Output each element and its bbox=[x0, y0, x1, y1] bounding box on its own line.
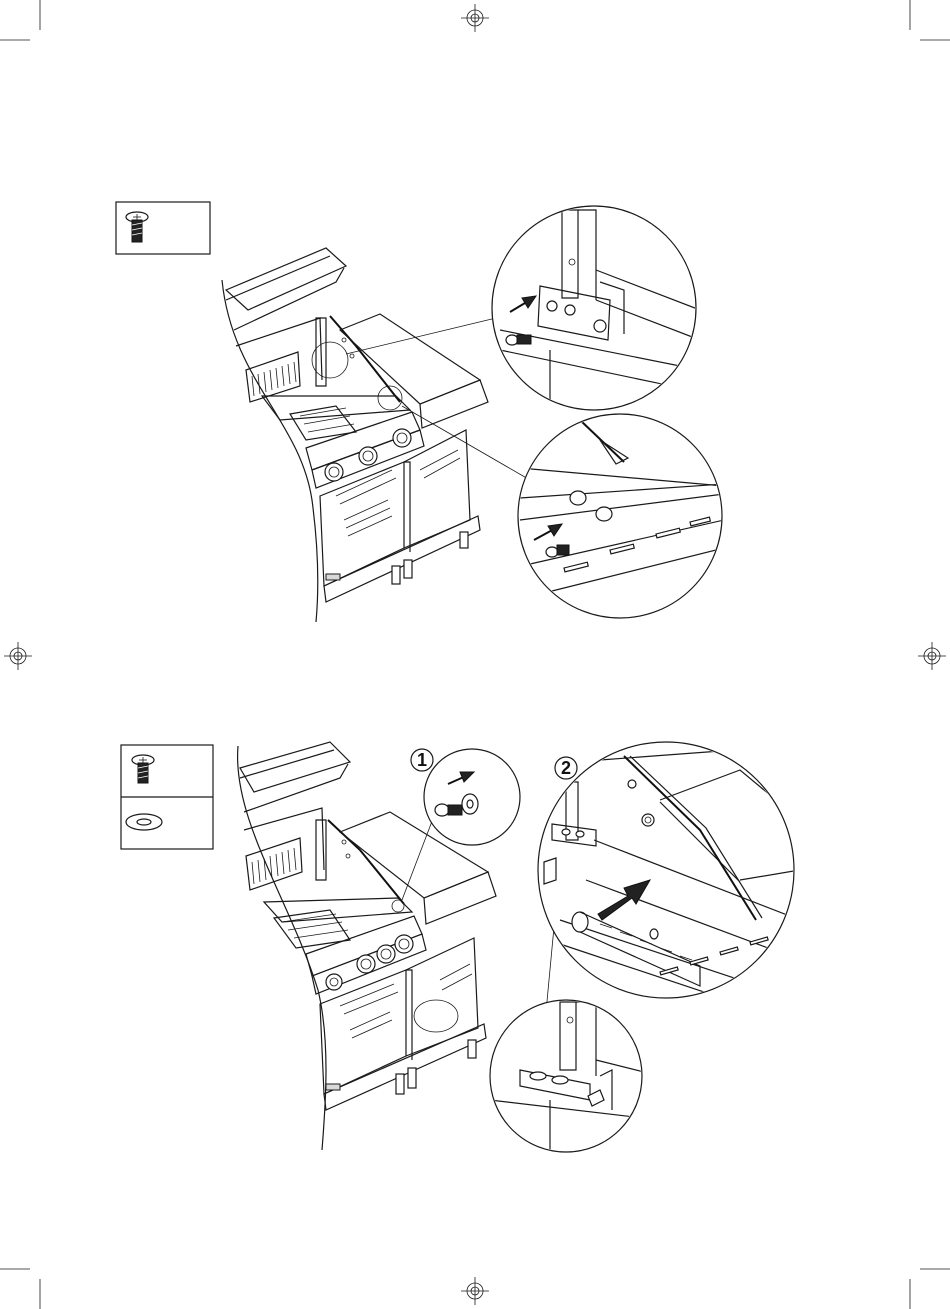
parts-box-step-1 bbox=[116, 202, 210, 254]
registration-mark-top bbox=[461, 4, 489, 32]
screw-icon bbox=[506, 335, 531, 345]
parts-box-step-2 bbox=[121, 745, 213, 849]
registration-mark-right bbox=[918, 642, 946, 670]
upper-bracket-detail bbox=[492, 206, 700, 420]
washer-icon bbox=[126, 814, 162, 830]
registration-mark-bottom bbox=[461, 1277, 489, 1305]
registration-mark-left bbox=[4, 642, 32, 670]
screw-icon bbox=[435, 804, 462, 816]
bracket-slot-detail bbox=[490, 1000, 660, 1152]
substep-2-label: 2 bbox=[555, 757, 577, 779]
substep-2-number: 2 bbox=[561, 758, 571, 778]
substep-1-number: 1 bbox=[417, 750, 427, 770]
leader-lines-step-2 bbox=[402, 816, 562, 1012]
grill-drawing-step-1 bbox=[222, 248, 488, 622]
warming-rack bbox=[246, 838, 302, 890]
burner-insertion-detail bbox=[538, 742, 800, 1024]
lower-bracket-detail bbox=[518, 414, 724, 618]
screw-washer-detail bbox=[424, 749, 520, 845]
washer-icon bbox=[462, 794, 478, 814]
control-knobs bbox=[326, 935, 413, 990]
substep-1-label: 1 bbox=[411, 749, 433, 771]
